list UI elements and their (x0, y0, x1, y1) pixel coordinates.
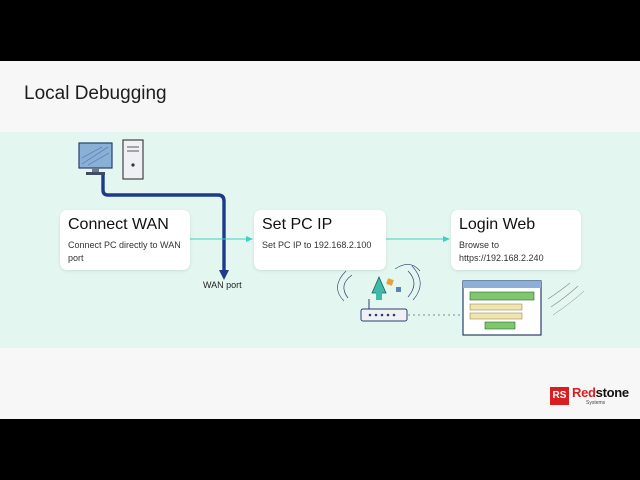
slide-title: Local Debugging (24, 83, 167, 104)
logo-brand-black: stone (595, 385, 629, 400)
wan-cable (101, 175, 226, 272)
slide: Local Debugging (0, 61, 640, 419)
wan-port-label: WAN port (203, 280, 242, 290)
flow-arrow-2 (386, 236, 450, 242)
logo-brand-red: Red (572, 385, 596, 400)
step-card-connect-wan: Connect WAN Connect PC directly to WAN p… (60, 210, 190, 270)
step-title: Set PC IP (262, 216, 333, 233)
wan-cable-arrowhead (219, 270, 229, 280)
step-card-set-pc-ip: Set PC IP Set PC IP to 192.168.2.100 (254, 210, 386, 270)
diagram-overlay (78, 139, 585, 336)
logo-wordmark: Redstone (572, 385, 629, 400)
step-description: Set PC IP to 192.168.2.100 (262, 240, 372, 250)
flow-arrow-1 (190, 236, 253, 242)
step-card-login-web: Login Web Browse to https://192.168.2.24… (451, 210, 581, 270)
step-title: Login Web (459, 216, 536, 233)
router-icon (337, 264, 421, 322)
logo-subtitle: Systems (586, 400, 606, 406)
desktop-computer-icon (78, 139, 144, 180)
redstone-logo: RS Redstone Systems (550, 385, 634, 407)
browser-window-icon (462, 280, 585, 336)
logo-mark: RS (550, 387, 569, 405)
step-description: Browse to https://192.168.2.240 (459, 240, 544, 263)
step-title: Connect WAN (68, 216, 169, 233)
step-description: Connect PC directly to WAN port (68, 240, 181, 263)
